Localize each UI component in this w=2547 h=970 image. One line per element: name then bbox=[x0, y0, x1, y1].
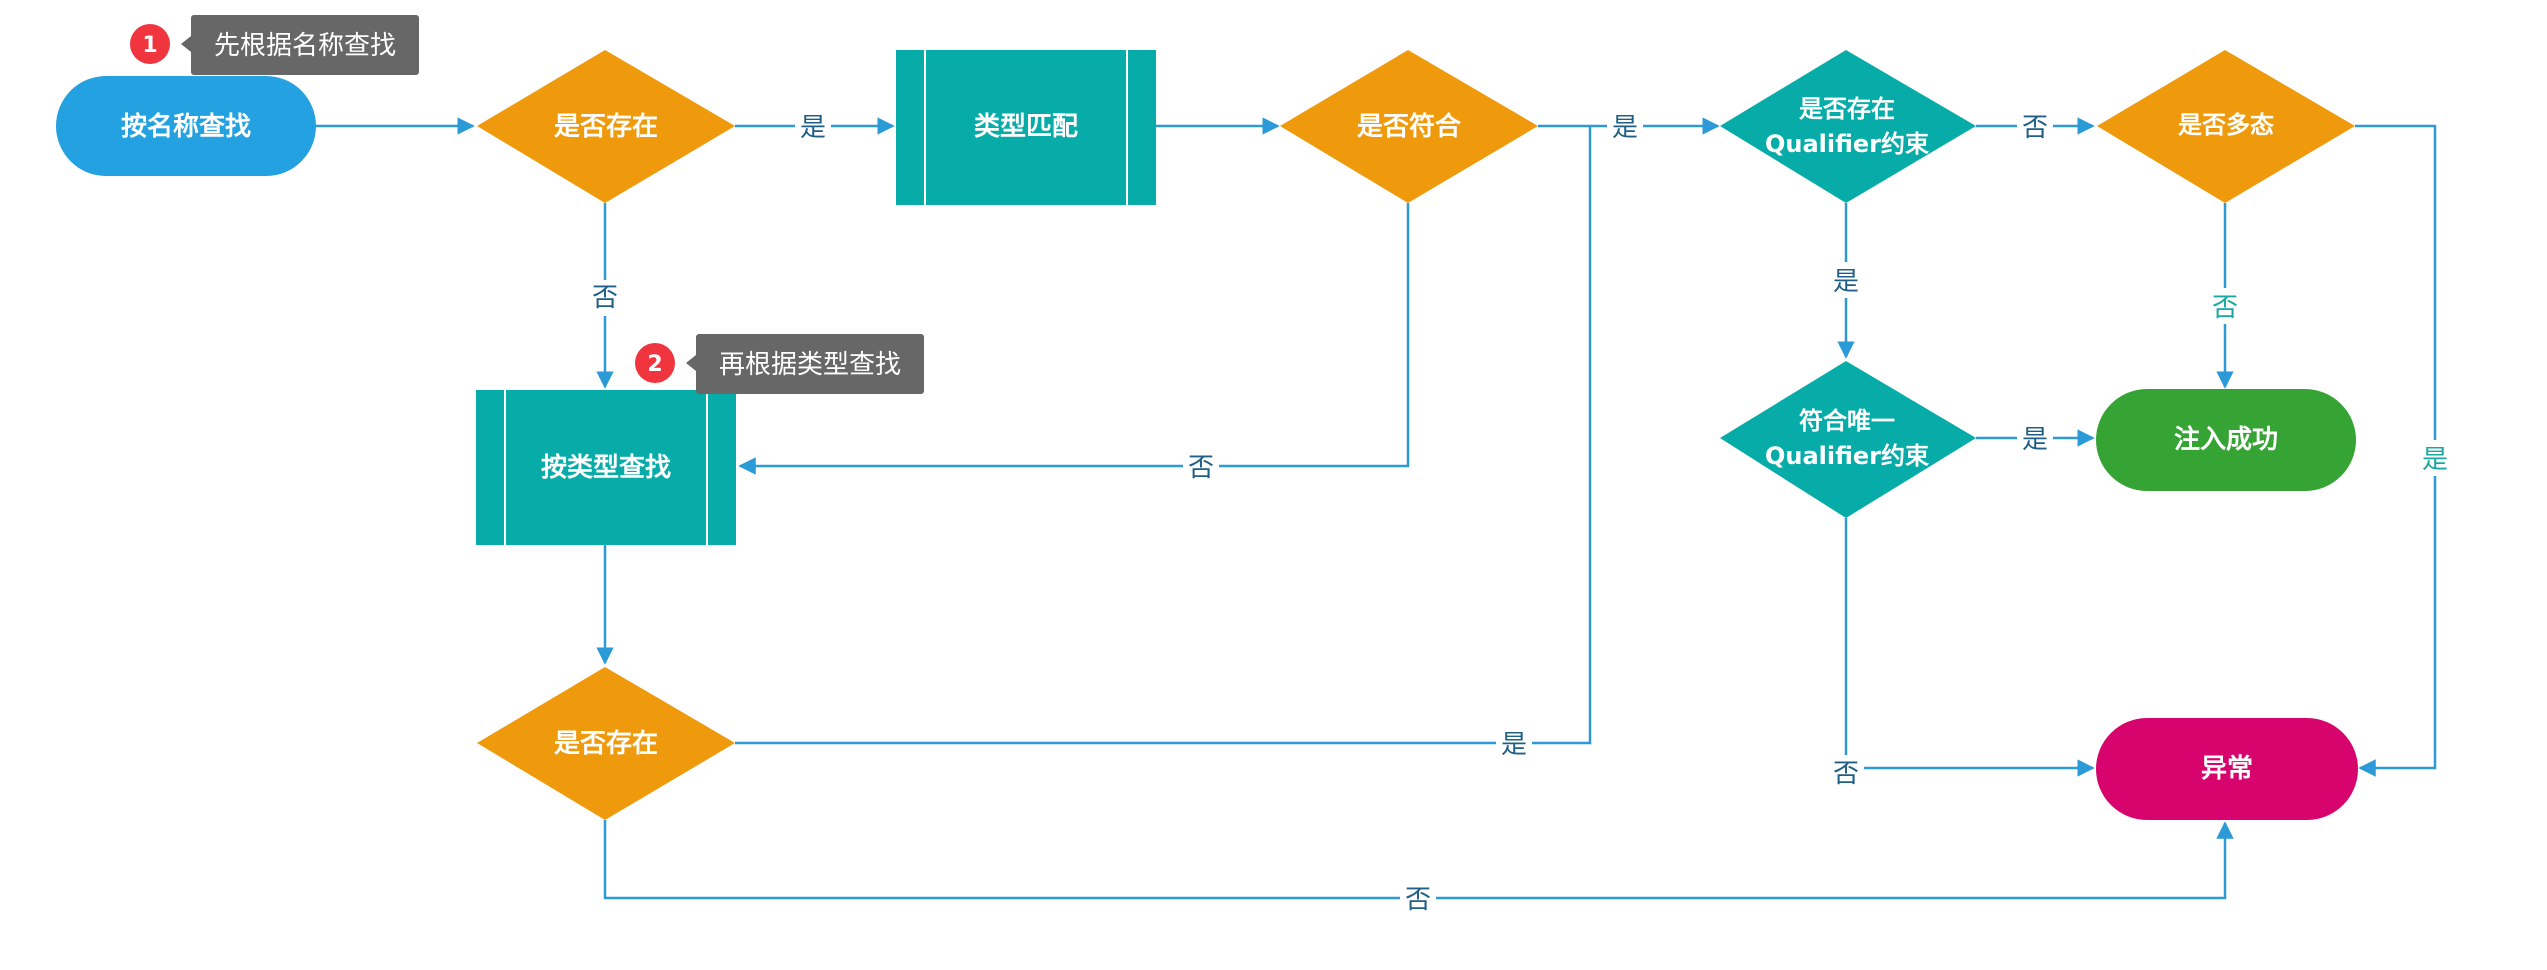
edge-unique-no bbox=[1844, 518, 2095, 777]
node-error-label: 异常 bbox=[2201, 754, 2253, 784]
node-exists1: 是否存在 bbox=[477, 50, 735, 203]
annotation-2-tooltip bbox=[696, 334, 924, 394]
label-exists1-no: 否 bbox=[592, 283, 618, 313]
node-unique-qualifier: 符合唯一 Qualifier约束 bbox=[1720, 361, 1976, 518]
label-qualifier-yes: 是 bbox=[1833, 267, 1859, 297]
node-polymorphic-label: 是否多态 bbox=[2178, 111, 2274, 139]
label-matches-no: 否 bbox=[1188, 453, 1214, 483]
label-qualifier-no: 否 bbox=[2022, 113, 2048, 143]
node-start-label: 按名称查找 bbox=[121, 111, 251, 142]
edge-matches-no bbox=[738, 203, 1410, 475]
node-unique-qualifier-label-2: Qualifier约束 bbox=[1765, 442, 1930, 470]
node-type-match: 类型匹配 bbox=[896, 50, 1156, 205]
node-success: 注入成功 bbox=[2096, 389, 2356, 491]
annotation-2-text: 再根据类型查找 bbox=[719, 350, 901, 380]
annotation-1-tooltip bbox=[191, 15, 419, 75]
label-poly-no: 否 bbox=[2212, 293, 2238, 323]
node-start: 按名称查找 bbox=[56, 76, 316, 176]
node-exists2: 是否存在 bbox=[477, 667, 735, 820]
node-has-qualifier-label-2: Qualifier约束 bbox=[1765, 130, 1930, 158]
node-matches-label: 是否符合 bbox=[1357, 111, 1462, 142]
label-exists2-no: 否 bbox=[1405, 885, 1431, 915]
edge-exists2-yes bbox=[735, 126, 1592, 745]
node-polymorphic: 是否多态 bbox=[2097, 50, 2355, 203]
node-find-by-type-label: 按类型查找 bbox=[541, 452, 671, 483]
label-exists1-yes: 是 bbox=[800, 113, 826, 143]
label-poly-yes: 是 bbox=[2422, 445, 2448, 475]
node-unique-qualifier-label-1: 符合唯一 bbox=[1799, 407, 1895, 435]
node-error: 异常 bbox=[2096, 718, 2358, 820]
edge-labels: 是 否 是 否 否 是 否 是 是 否 是 否 bbox=[587, 108, 2453, 916]
node-has-qualifier: 是否存在 Qualifier约束 bbox=[1720, 50, 1976, 203]
label-unique-no: 否 bbox=[1833, 759, 1859, 789]
label-unique-yes: 是 bbox=[2022, 425, 2048, 455]
node-type-match-label: 类型匹配 bbox=[974, 112, 1078, 142]
annotation-1-badge bbox=[130, 24, 170, 64]
node-has-qualifier-label-1: 是否存在 bbox=[1799, 95, 1895, 123]
annotation-2-number: 2 bbox=[647, 352, 662, 377]
annotation-2-badge bbox=[635, 343, 675, 383]
label-exists2-yes: 是 bbox=[1501, 730, 1527, 760]
label-matches-yes: 是 bbox=[1612, 113, 1638, 143]
annotation-1-text: 先根据名称查找 bbox=[214, 31, 396, 61]
node-exists1-label: 是否存在 bbox=[554, 112, 658, 142]
node-exists2-label: 是否存在 bbox=[554, 729, 658, 759]
annotation-2: 2 再根据类型查找 bbox=[635, 334, 924, 394]
node-matches: 是否符合 bbox=[1280, 50, 1538, 203]
node-success-label: 注入成功 bbox=[2174, 424, 2278, 455]
annotation-1: 1 先根据名称查找 bbox=[130, 15, 419, 75]
node-find-by-type: 按类型查找 bbox=[476, 390, 736, 545]
annotation-1-number: 1 bbox=[142, 33, 157, 58]
